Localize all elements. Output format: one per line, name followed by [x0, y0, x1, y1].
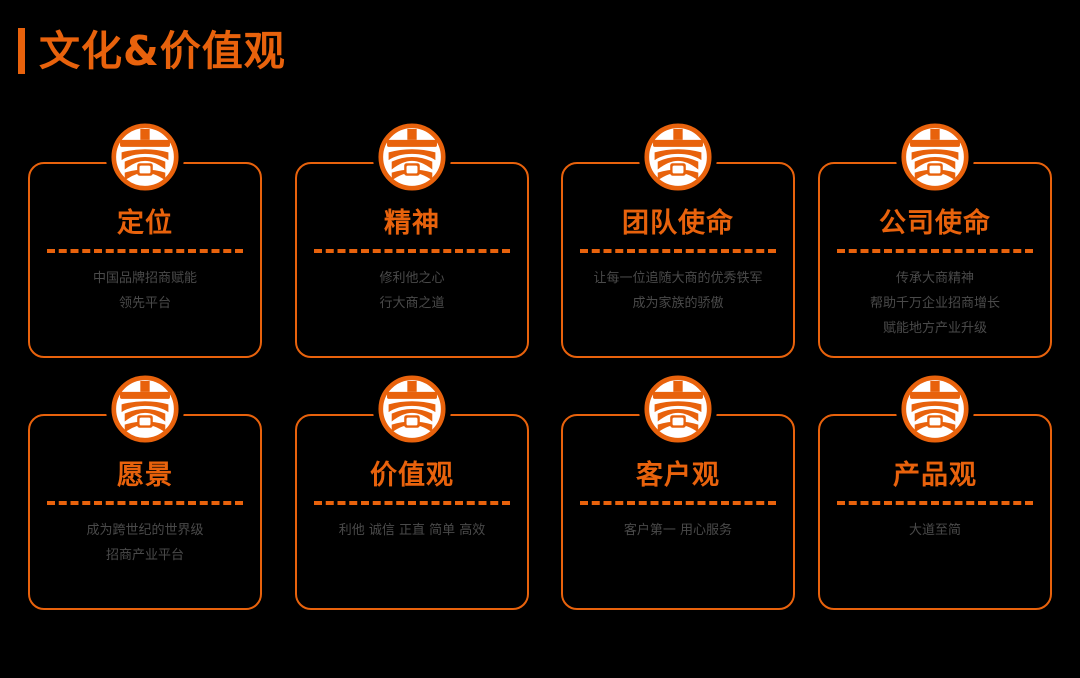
- card-team-mission[interactable]: 团队使命 让每一位追随大商的优秀铁军 成为家族的骄傲: [561, 118, 795, 358]
- card-divider: [837, 249, 1033, 253]
- brand-logo-icon: [639, 370, 717, 448]
- card-line: 帮助千万企业招商增长: [869, 296, 1000, 311]
- card-divider: [314, 501, 510, 505]
- brand-logo-icon: [639, 118, 717, 196]
- card-line: 传承大商精神: [895, 271, 974, 286]
- card-lines: 成为跨世纪的世界级 招商产业平台: [30, 518, 260, 568]
- card-content: 客户观 客户第一 用心服务: [563, 460, 793, 543]
- brand-logo-icon: [373, 118, 451, 196]
- card-divider: [580, 249, 776, 253]
- card-line: 让每一位追随大商的优秀铁军: [593, 271, 763, 286]
- card-title: 团队使命: [622, 208, 734, 239]
- card-customer-view[interactable]: 客户观 客户第一 用心服务: [561, 370, 795, 610]
- brand-logo-icon: [896, 118, 974, 196]
- card-title: 产品观: [893, 460, 977, 491]
- card-line: 招商产业平台: [105, 548, 184, 563]
- card-content: 公司使命 传承大商精神 帮助千万企业招商增长 赋能地方产业升级: [820, 208, 1050, 341]
- card-lines: 修利他之心 行大商之道: [297, 266, 527, 316]
- card-line: 行大商之道: [379, 296, 445, 311]
- card-line: 成为跨世纪的世界级: [86, 523, 204, 538]
- card-title: 愿景: [117, 460, 173, 491]
- brand-logo-icon: [373, 370, 451, 448]
- card-line: 中国品牌招商赋能: [92, 271, 197, 286]
- card-line: 成为家族的骄傲: [632, 296, 724, 311]
- header-accent-bar: [18, 28, 25, 74]
- card-lines: 传承大商精神 帮助千万企业招商增长 赋能地方产业升级: [820, 266, 1050, 341]
- brand-logo-icon: [106, 118, 184, 196]
- card-lines: 中国品牌招商赋能 领先平台: [30, 266, 260, 316]
- card-grid: 定位 中国品牌招商赋能 领先平台: [28, 118, 1052, 666]
- card-title: 公司使命: [879, 208, 991, 239]
- card-divider: [837, 501, 1033, 505]
- card-line: 修利他之心: [379, 271, 445, 286]
- card-lines: 利他 诚信 正直 简单 高效: [297, 518, 527, 543]
- card-lines: 大道至简: [820, 518, 1050, 543]
- card-line: 大道至简: [908, 523, 961, 538]
- card-product-view[interactable]: 产品观 大道至简: [818, 370, 1052, 610]
- brand-logo-icon: [106, 370, 184, 448]
- card-title: 定位: [117, 208, 173, 239]
- card-title: 价值观: [370, 460, 454, 491]
- card-row-2: 愿景 成为跨世纪的世界级 招商产业平台: [28, 370, 1052, 610]
- card-lines: 让每一位追随大商的优秀铁军 成为家族的骄傲: [563, 266, 793, 316]
- card-line: 客户第一 用心服务: [623, 523, 733, 538]
- card-content: 愿景 成为跨世纪的世界级 招商产业平台: [30, 460, 260, 568]
- card-content: 精神 修利他之心 行大商之道: [297, 208, 527, 316]
- brand-logo-icon: [896, 370, 974, 448]
- card-content: 价值观 利他 诚信 正直 简单 高效: [297, 460, 527, 543]
- card-company-mission[interactable]: 公司使命 传承大商精神 帮助千万企业招商增长 赋能地方产业升级: [818, 118, 1052, 358]
- card-vision[interactable]: 愿景 成为跨世纪的世界级 招商产业平台: [28, 370, 262, 610]
- card-title: 客户观: [636, 460, 720, 491]
- card-divider: [47, 501, 243, 505]
- card-spirit[interactable]: 精神 修利他之心 行大商之道: [295, 118, 529, 358]
- card-divider: [47, 249, 243, 253]
- card-divider: [314, 249, 510, 253]
- card-content: 产品观 大道至简: [820, 460, 1050, 543]
- card-line: 赋能地方产业升级: [882, 321, 987, 336]
- card-line: 利他 诚信 正直 简单 高效: [338, 523, 486, 538]
- page-title: 文化&价值观: [39, 27, 286, 75]
- card-values[interactable]: 价值观 利他 诚信 正直 简单 高效: [295, 370, 529, 610]
- card-content: 团队使命 让每一位追随大商的优秀铁军 成为家族的骄傲: [563, 208, 793, 316]
- card-line: 领先平台: [118, 296, 171, 311]
- card-row-1: 定位 中国品牌招商赋能 领先平台: [28, 118, 1052, 358]
- card-lines: 客户第一 用心服务: [563, 518, 793, 543]
- card-positioning[interactable]: 定位 中国品牌招商赋能 领先平台: [28, 118, 262, 358]
- page-header: 文化&价值观: [18, 28, 286, 74]
- card-title: 精神: [384, 208, 440, 239]
- card-divider: [580, 501, 776, 505]
- card-content: 定位 中国品牌招商赋能 领先平台: [30, 208, 260, 316]
